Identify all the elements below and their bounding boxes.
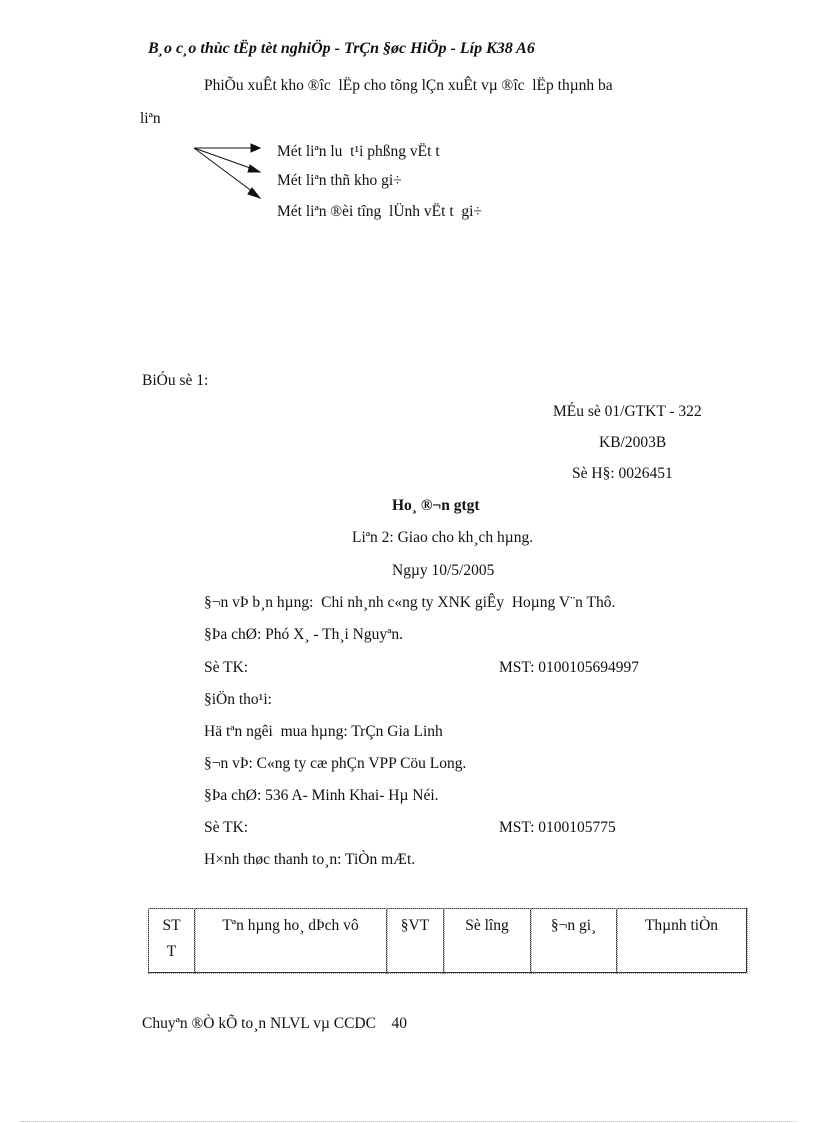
table-header-row: ST T Tªn hµng ho¸ dÞch vô §VT Sè lîng §¬… — [147, 907, 748, 974]
page-bottom-divider — [20, 1121, 796, 1122]
payment-method: H×nh thøc thanh to¸n: TiÒn mÆt. — [204, 851, 416, 868]
column-header-unit: §VT — [385, 907, 445, 974]
invoice-title: Ho¸ ®¬n gtgt — [392, 497, 480, 514]
invoice-form-number: MÉu sè 01/GTKT - 322 — [553, 403, 702, 420]
buyer-address: §Þa chØ: 536 A- Minh Khai- Hµ Néi. — [204, 787, 439, 804]
intro-paragraph-line-2: liªn — [140, 110, 161, 127]
seller-address: §Þa chØ: Phó X¸ - Th¸i Nguyªn. — [204, 626, 404, 643]
buyer-name: Hä tªn ngêi mua hµng: TrÇn Gia Linh — [204, 723, 443, 740]
buyer-account-label: Sè TK: — [204, 819, 249, 836]
branch-arrows-icon — [193, 143, 262, 200]
invoice-copy-note: Liªn 2: Giao cho kh¸ch hµng. — [352, 529, 534, 546]
column-header-amount: Thµnh tiÒn — [615, 907, 748, 974]
copy-list-item-3: Mét liªn ®èi tîng lÜnh vËt t gi÷ — [277, 203, 482, 220]
column-header-line: T — [166, 943, 177, 960]
document-header-title: B¸o c¸o thùc tËp tèt nghiÖp - TrÇn §øc H… — [148, 40, 535, 57]
column-header-stt: ST T — [147, 907, 196, 974]
seller-tax-code: MST: 0100105694997 — [499, 659, 640, 676]
column-header-unit-price: §¬n gi¸ — [529, 907, 618, 974]
invoice-date: Ngµy 10/5/2005 — [392, 562, 495, 579]
column-header-item-name: Tªn hµng ho¸ dÞch vô — [193, 907, 388, 974]
copy-list-item-2: Mét liªn thñ kho gi÷ — [277, 172, 402, 189]
intro-paragraph-line-1: PhiÕu xuÊt kho ®­îc lËp cho tõng lÇn xuÊ… — [204, 77, 613, 94]
column-header-quantity: Sè lîng — [442, 907, 532, 974]
page-footer-text: Chuyªn ®Ò kÕ to¸n NLVL vµ CCDC 40 — [142, 1015, 407, 1032]
seller-phone: §iÖn tho¹i: — [204, 691, 272, 708]
copy-list-item-1: Mét liªn lu t¹i phßng vËt t — [277, 143, 440, 160]
invoice-items-table: ST T Tªn hµng ho¸ dÞch vô §VT Sè lîng §¬… — [147, 907, 748, 974]
invoice-series: KB/2003B — [599, 434, 667, 451]
invoice-number: Sè H§: 0026451 — [572, 465, 673, 482]
buyer-tax-code: MST: 0100105775 — [499, 819, 616, 836]
column-header-line: ST — [162, 917, 181, 934]
buyer-unit: §¬n vÞ: C«ng ty cæ phÇn VPP Cöu Long. — [204, 755, 467, 772]
seller-account-label: Sè TK: — [204, 659, 249, 676]
figure-label: BiÓu sè 1: — [142, 372, 209, 389]
seller-name: §¬n vÞ b¸n hµng: Chi nh¸nh c«ng ty XNK g… — [204, 594, 616, 611]
